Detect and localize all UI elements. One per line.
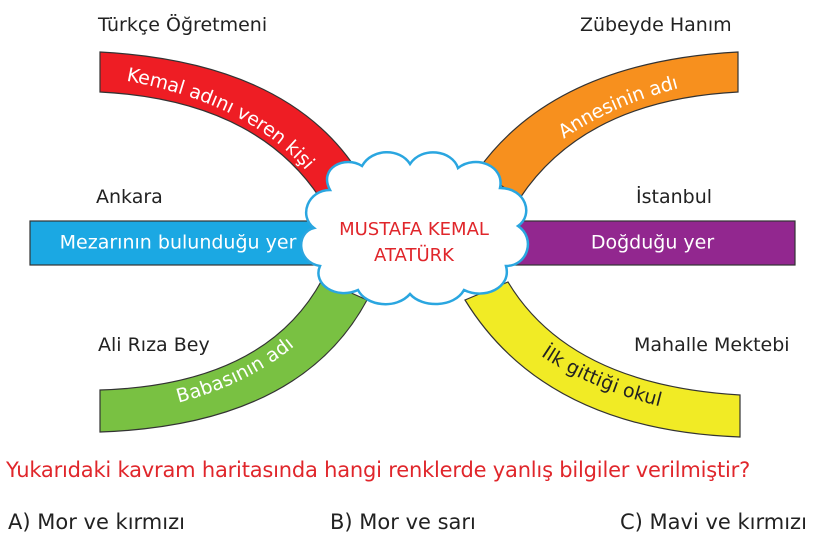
cloud-shape <box>299 151 530 306</box>
branch-yellow: İlk gittiği okul <box>464 281 741 438</box>
option-b-letter: B) <box>330 510 353 534</box>
band-text-purple: Doğduğu yer <box>591 232 715 254</box>
option-a[interactable]: A) Mor ve kırmızı <box>8 510 185 534</box>
branch-purple: Doğduğu yer <box>504 220 796 266</box>
label-purple: İstanbul <box>636 186 713 208</box>
option-c[interactable]: C) Mavi ve kırmızı <box>620 510 807 534</box>
option-c-text: Mavi ve kırmızı <box>649 510 807 534</box>
center-line-1: MUSTAFA KEMAL <box>339 219 489 240</box>
branch-red: Kemal adını veren kişi <box>99 51 361 199</box>
label-yellow: Mahalle Mektebi <box>634 334 790 356</box>
option-a-letter: A) <box>8 510 31 534</box>
label-red: Türkçe Öğretmeni <box>98 14 268 36</box>
center-line-2: ATATÜRK <box>374 244 455 266</box>
option-c-letter: C) <box>620 510 643 534</box>
label-orange: Zübeyde Hanım <box>580 14 732 36</box>
band-yellow <box>464 281 741 438</box>
option-b[interactable]: B) Mor ve sarı <box>330 510 476 534</box>
branch-orange: Annesinin adı <box>477 51 739 199</box>
option-b-text: Mor ve sarı <box>359 510 476 534</box>
question-text: Yukarıdaki kavram haritasında hangi renk… <box>6 458 751 482</box>
band-orange <box>477 51 739 199</box>
concept-map: Kemal adını veren kişi Annesinin adı Mez… <box>29 51 796 438</box>
band-green <box>99 279 368 433</box>
label-green: Ali Rıza Bey <box>98 334 210 356</box>
label-blue: Ankara <box>96 186 163 208</box>
band-purple <box>504 220 796 266</box>
branch-green: Babasının adı <box>99 279 368 433</box>
band-text-blue: Mezarının bulunduğu yer <box>60 232 297 254</box>
center-cloud: MUSTAFA KEMAL ATATÜRK <box>299 151 530 306</box>
branch-blue: Mezarının bulunduğu yer <box>29 220 331 266</box>
option-a-text: Mor ve kırmızı <box>37 510 185 534</box>
